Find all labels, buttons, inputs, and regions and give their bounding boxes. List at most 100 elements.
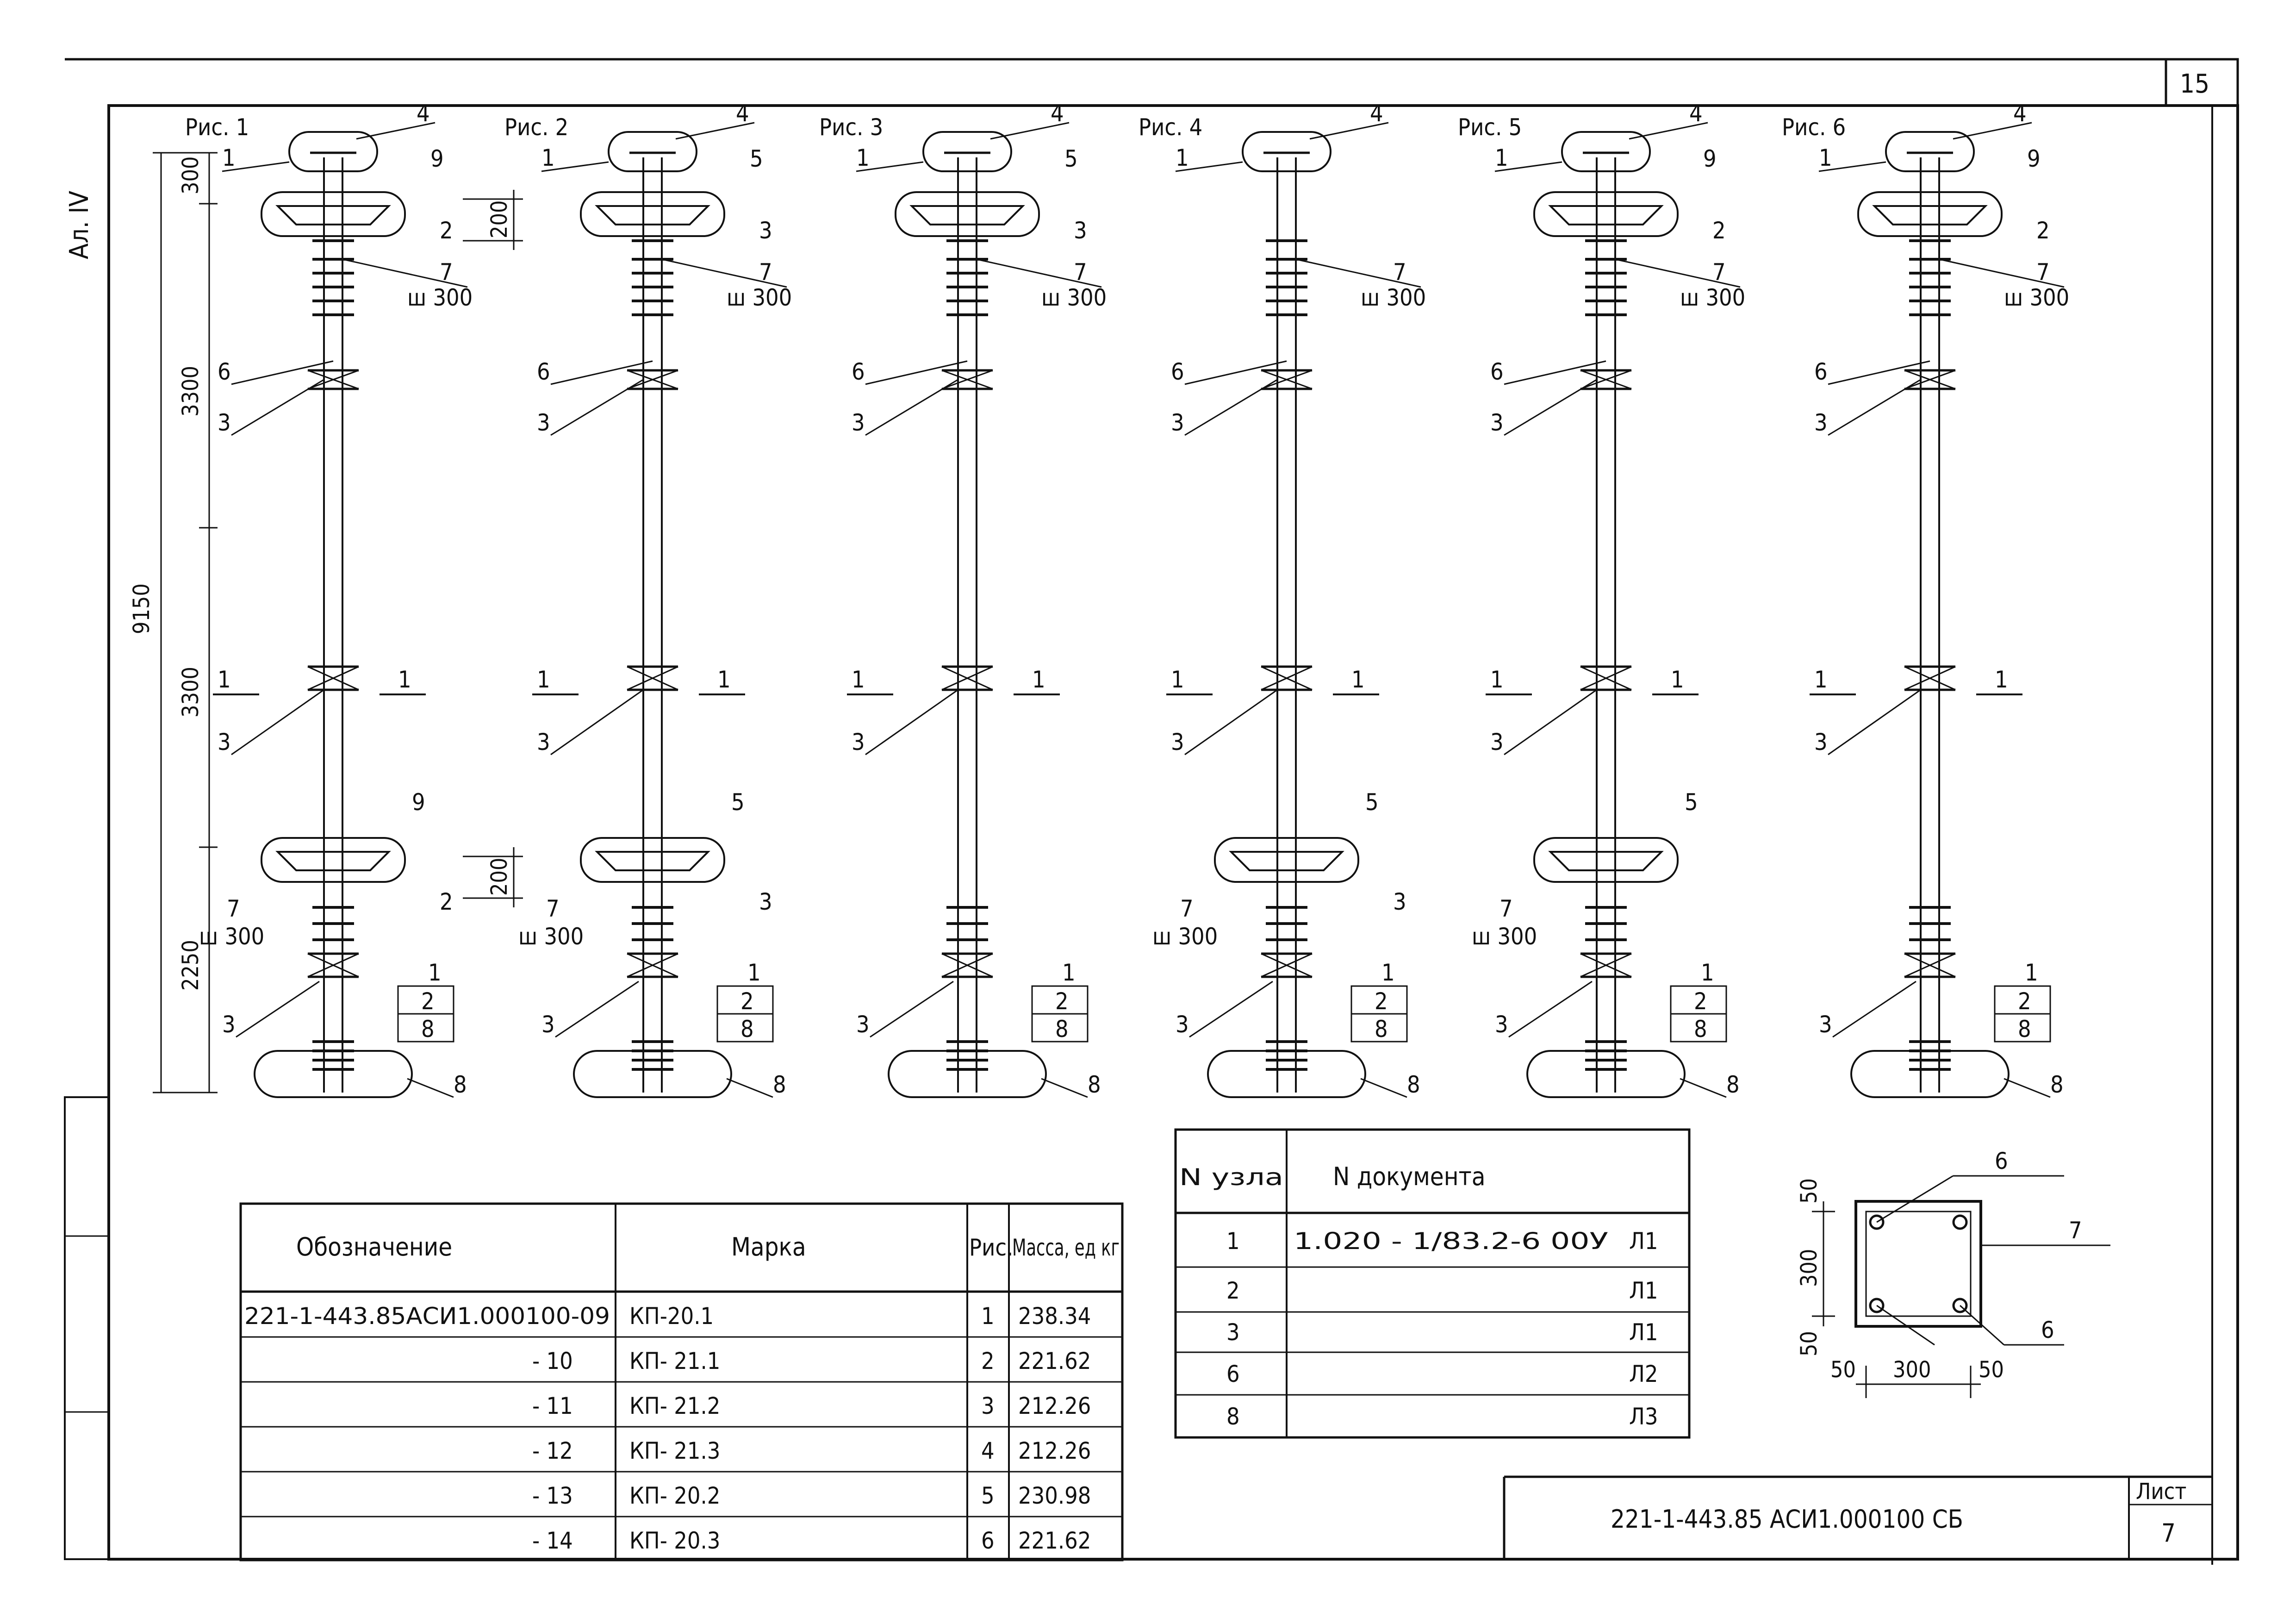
- section-dim-v-top: 50: [1796, 1178, 1822, 1204]
- label-upper-detail: 2: [1712, 217, 1726, 244]
- lower-bracket-outline: [1533, 837, 1679, 883]
- upper-bracket-outline: [580, 191, 725, 237]
- top-cap-outline: [288, 131, 378, 172]
- upper-bracket-outline: [1857, 191, 2003, 237]
- label-3-upper: 3: [1814, 409, 1828, 436]
- spec-row-5-designation: - 13: [532, 1482, 573, 1509]
- section-mark-right: 1: [717, 666, 731, 693]
- label-upper-detail: 3: [1074, 217, 1087, 244]
- node-row-5-sheet: Л3: [1629, 1403, 1658, 1430]
- figure-title: Рис. 2: [504, 114, 568, 141]
- node-row-1-number: 1: [1226, 1228, 1240, 1255]
- rebar-bottom-right: [1952, 1298, 1968, 1313]
- base-outline: [573, 1050, 732, 1098]
- label-8: 8: [773, 1071, 786, 1098]
- spec-row-1-fig: 1: [981, 1303, 995, 1330]
- label-upper-bracket: 5: [1064, 145, 1078, 172]
- node-callout-8: 8: [2018, 1016, 2031, 1043]
- upper-bracket-outline: [895, 191, 1040, 237]
- left-stamp: [64, 1096, 110, 1560]
- label-upper-detail: 2: [2036, 217, 2050, 244]
- dim-300: 300: [178, 156, 204, 194]
- top-cap-outline: [1561, 131, 1651, 172]
- spec-row-3-designation: - 11: [532, 1393, 573, 1419]
- label-pitch-lower: ш 300: [518, 923, 584, 950]
- label-8: 8: [1088, 1071, 1101, 1098]
- left-margin-label: Ал. IV: [64, 190, 94, 259]
- section-mark-right: 1: [398, 666, 411, 693]
- label-upper-bracket: 9: [1703, 145, 1717, 172]
- spec-row-1-mass: 238.34: [1018, 1303, 1091, 1330]
- label-lower-detail: 3: [759, 888, 772, 915]
- label-3-bottom: 3: [856, 1011, 870, 1038]
- label-3-bottom: 3: [222, 1011, 236, 1038]
- section-dim-h-right: 50: [1979, 1357, 2004, 1383]
- label-upper-bracket: 9: [430, 145, 444, 172]
- spec-row-5-mark: КП- 20.2: [629, 1482, 720, 1509]
- spec-row-3-fig: 3: [981, 1393, 995, 1419]
- base-outline: [1526, 1050, 1686, 1098]
- node-callout-2: 2: [1375, 988, 1388, 1015]
- node-row-3-sheet: Л1: [1629, 1319, 1658, 1346]
- label-pitch-lower: ш 300: [1152, 923, 1218, 950]
- label-7-lower: 7: [546, 895, 560, 922]
- label-3-upper: 3: [852, 409, 865, 436]
- spec-row-6-mark: КП- 20.3: [629, 1527, 720, 1554]
- label-7: 7: [440, 259, 453, 286]
- section-mark-right: 1: [1671, 666, 1684, 693]
- node-header-number: N узла: [1179, 1164, 1283, 1191]
- node-callout-1: 1: [428, 959, 442, 986]
- dim-3300-top: 3300: [178, 366, 204, 417]
- label-lower-bracket: 5: [1365, 789, 1379, 816]
- node-row-2-sheet: Л1: [1629, 1277, 1658, 1304]
- label-4: 4: [1051, 100, 1064, 127]
- dimension-chain: 9150 300 3300 3300 2250: [129, 152, 218, 1093]
- spec-row-4-fig: 4: [981, 1437, 995, 1464]
- label-lower-bracket: 5: [1685, 789, 1698, 816]
- section-mark-left: 1: [218, 666, 231, 693]
- node-row-1-doc: 1.020 - 1/83.2-6 00У: [1294, 1228, 1608, 1255]
- label-6: 6: [852, 358, 865, 385]
- dim-200-upper: 200: [486, 200, 512, 238]
- spec-row-4-mass: 212.26: [1018, 1437, 1091, 1464]
- spec-header-mark: Марка: [731, 1232, 806, 1262]
- label-8: 8: [1726, 1071, 1740, 1098]
- node-table: N узла N документа 1 1.020 - 1/83.2-6 00…: [1174, 1128, 1691, 1439]
- label-8: 8: [2050, 1071, 2064, 1098]
- section-dim-h-left: 50: [1830, 1357, 1856, 1383]
- label-6: 6: [537, 358, 550, 385]
- node-row-5-number: 8: [1226, 1403, 1240, 1430]
- label-lower-bracket: 5: [731, 789, 745, 816]
- label-7: 7: [1712, 259, 1726, 286]
- label-7: 7: [1393, 259, 1406, 286]
- rebar-top-left: [1869, 1214, 1885, 1230]
- node-callout-1: 1: [747, 959, 761, 986]
- spec-row-5-mass: 230.98: [1018, 1482, 1091, 1509]
- node-callout-8: 8: [421, 1016, 435, 1043]
- label-6: 6: [1171, 358, 1184, 385]
- label-8: 8: [1407, 1071, 1420, 1098]
- section-mark-left: 1: [1171, 666, 1184, 693]
- figure-title: Рис. 4: [1139, 114, 1202, 141]
- label-pitch: ш 300: [1361, 284, 1426, 311]
- spec-row-6-mass: 221.62: [1018, 1527, 1091, 1554]
- section-mark-left: 1: [1814, 666, 1828, 693]
- node-callout-2: 2: [421, 988, 435, 1015]
- dim-2250: 2250: [178, 940, 204, 991]
- section-mark-left: 1: [1490, 666, 1504, 693]
- sheet-value: 7: [2161, 1518, 2176, 1548]
- label-4: 4: [1689, 100, 1703, 127]
- lower-bracket-outline: [261, 837, 406, 883]
- label-pitch: ш 300: [2004, 284, 2069, 311]
- figure-title: Рис. 3: [819, 114, 883, 141]
- node-row-4-number: 6: [1226, 1361, 1240, 1387]
- label-pitch-lower: ш 300: [199, 923, 264, 950]
- label-3-upper: 3: [1171, 409, 1184, 436]
- label-1: 1: [1176, 144, 1189, 171]
- sheet-number: 15: [2180, 69, 2209, 99]
